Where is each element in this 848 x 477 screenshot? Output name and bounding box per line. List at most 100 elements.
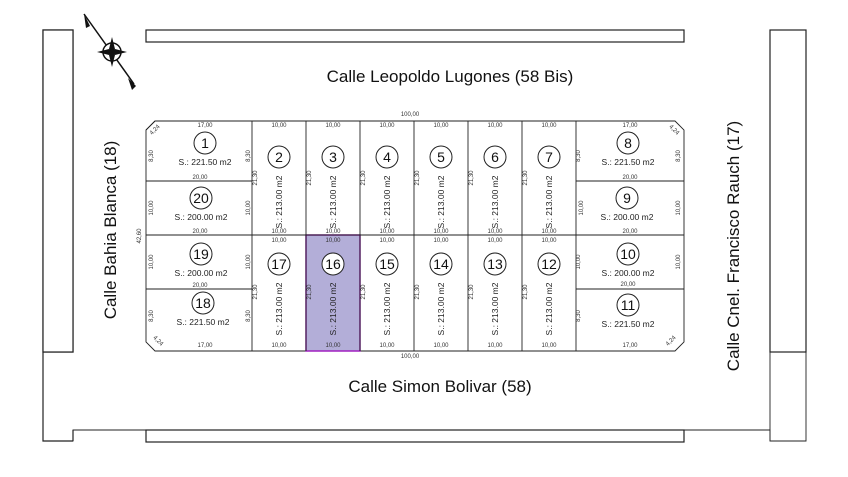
lot-number-circle [429,252,453,276]
north-arrow-icon [83,13,136,90]
lot-width-dim: 10,00 [379,343,395,349]
lot-8[interactable]: 8S.: 221.50 m2 [602,131,655,167]
lot-number-circle [375,252,399,276]
lot-depth-dim: 21,30 [415,170,421,186]
lot-20[interactable]: 20S.: 200.00 m2 [175,186,228,222]
lot-area: S.: 213.00 m2 [328,282,338,335]
lot-number: 17 [271,256,287,272]
lot-number-circle [193,131,217,155]
lot-number: 18 [195,295,211,311]
lot-width-dim: 10,00 [487,343,503,349]
lot-width-dim-inner: 10,00 [541,238,557,244]
lot-number: 13 [487,256,503,272]
lot-depth-dim: 21,30 [469,284,475,300]
dim-lot10-inner: 10,00 [576,254,582,270]
dim-lot8-inner: 8,30 [576,150,582,162]
lot-10[interactable]: 10S.: 200.00 m2 [602,242,655,278]
lot-9[interactable]: 9S.: 200.00 m2 [601,186,654,222]
lot-area: S.: 213.00 m2 [544,282,554,335]
total-depth-west: 42,60 [137,228,143,244]
lot-number-circle [321,252,345,276]
lot-number: 12 [541,256,557,272]
lot-number-circle [191,291,215,315]
total-width-top: 100,00 [401,112,420,118]
lot-number-circle [483,252,507,276]
street-east-label: Calle Cnel. Francisco Rauch (17) [724,121,743,371]
lot-18[interactable]: 18S.: 221.50 m2 [177,291,230,327]
lot-area: S.: 213.00 m2 [274,282,284,335]
lot-lines [145,120,684,351]
lot-number: 2 [275,149,283,165]
lot-width-dim-inner: 10,00 [325,229,341,235]
street-south-label: Calle Simon Bolivar (58) [348,377,531,396]
lot-area: S.: 213.00 m2 [436,175,446,228]
lot-number-circle [537,252,561,276]
dim-lot8-side: 8,30 [676,150,682,162]
lot-width-dim: 10,00 [271,123,287,129]
dim-lot1-inner: 8,30 [246,150,252,162]
street-north-label: Calle Leopoldo Lugones (58 Bis) [327,67,574,86]
lot-area: S.: 213.00 m2 [490,175,500,228]
lot-number: 11 [621,297,636,313]
lot-width-dim: 10,00 [487,123,503,129]
dim-lot18-side: 8,30 [149,310,155,322]
dim-lot19-depth: 20,00 [192,283,208,289]
lot-number: 20 [193,190,209,206]
lot-area: S.: 213.00 m2 [544,175,554,228]
lot-19[interactable]: 19S.: 200.00 m2 [175,242,228,278]
lot-area: S.: 221.50 m2 [602,319,655,329]
lot-area: S.: 213.00 m2 [490,282,500,335]
dim-lot9-side: 10,00 [676,200,682,216]
lot-number: 6 [491,149,499,165]
lot-area: S.: 213.00 m2 [328,175,338,228]
south-block [145,429,685,443]
lot-area: S.: 221.50 m2 [179,157,232,167]
lot-number-circle [189,242,213,266]
dim-lot18-front: 17,00 [197,343,213,349]
dim-lot18-inner: 8,30 [246,310,252,322]
lot-depth-dim: 21,30 [523,284,529,300]
lot-number: 8 [624,135,632,151]
lot-number-circle [189,186,213,210]
dim-lot8-front: 17,00 [622,123,638,129]
lot-depth-dim: 21,30 [307,284,313,300]
lot-1[interactable]: 1S.: 221.50 m2 [179,131,232,167]
lot-area: S.: 200.00 m2 [175,268,228,278]
lot-width-dim-inner: 10,00 [487,229,503,235]
lot-number-circle [537,145,561,169]
lot-number-circle [267,145,291,169]
lot-number-circle [616,242,640,266]
lot-11[interactable]: 11S.: 221.50 m2 [602,293,655,329]
lot-number: 1 [201,135,209,151]
lot-width-dim-inner: 10,00 [433,238,449,244]
dim-lot19-inner: 10,00 [246,254,252,270]
lot-width-dim-inner: 10,00 [379,229,395,235]
dim-lot19-side: 10,00 [149,254,155,270]
lot-area: S.: 213.00 m2 [382,175,392,228]
lot-number-circle [616,293,640,317]
lot-depth-dim: 21,30 [415,284,421,300]
dim-lot1-front: 17,00 [197,123,213,129]
dim-lot11-side: 8,30 [576,310,582,322]
south-edge [43,429,771,442]
dim-lot8-depth: 20,00 [622,175,638,181]
lot-width-dim: 10,00 [541,123,557,129]
lot-number: 9 [623,190,631,206]
lot-depth-dim: 21,30 [469,170,475,186]
lot-area: S.: 213.00 m2 [274,175,284,228]
lot-depth-dim: 21,30 [307,170,313,186]
lot-area: S.: 213.00 m2 [382,282,392,335]
